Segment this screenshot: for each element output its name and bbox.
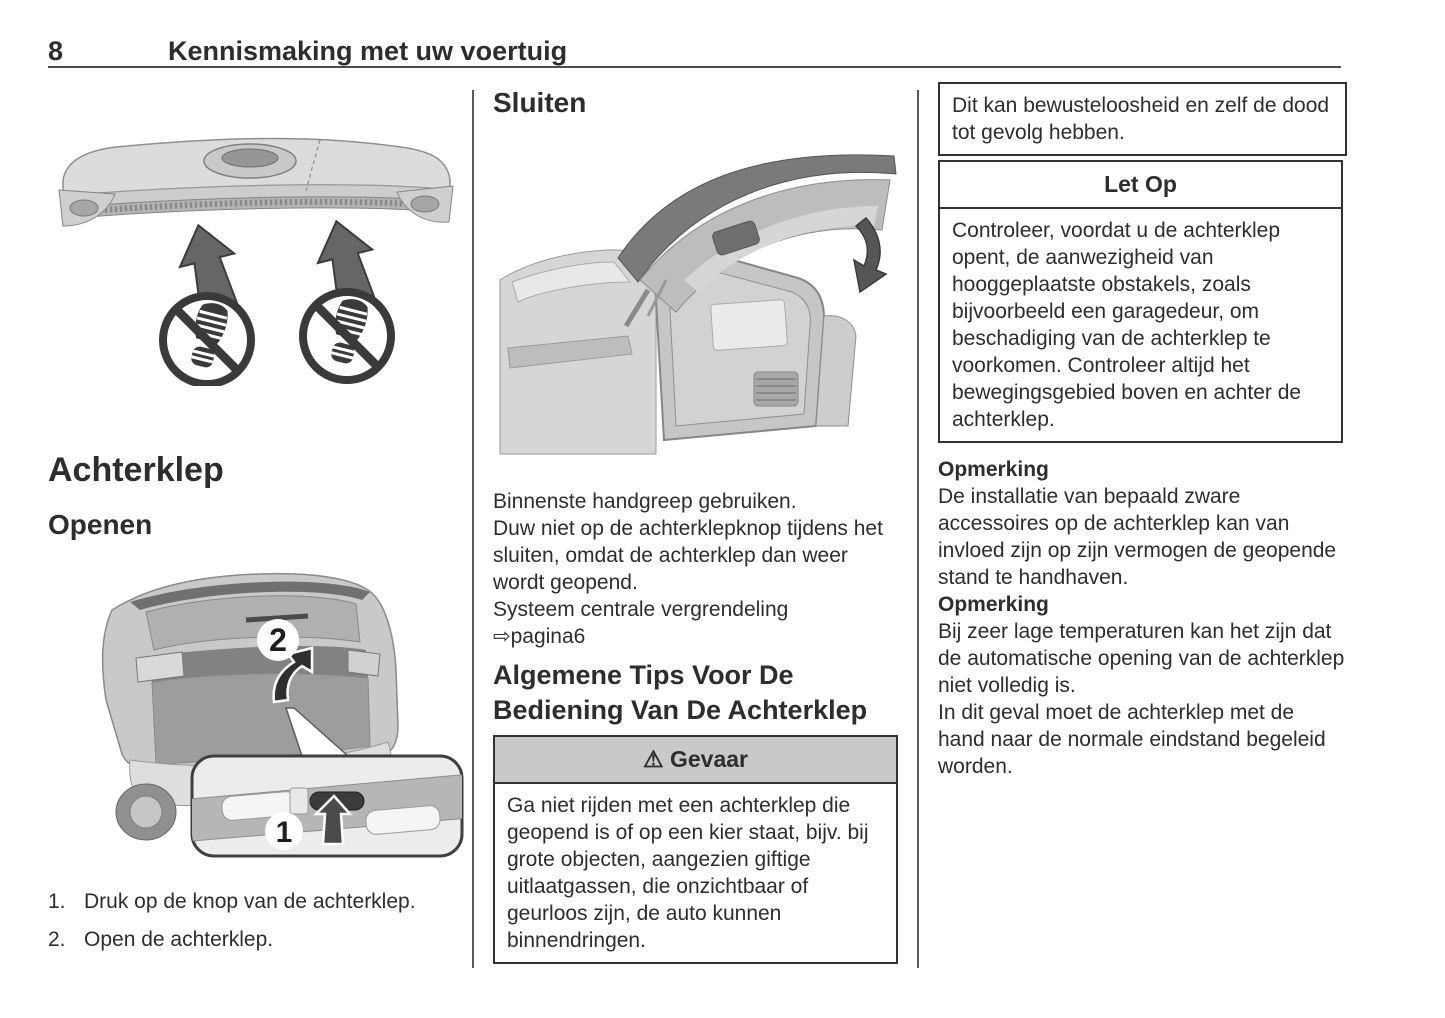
quarter-panel [815, 315, 857, 427]
no-step-on-tailgate-figure [58, 137, 454, 386]
tailgate-outer-frame [617, 154, 897, 283]
note-text: Bij zeer lage temperaturen kan het zijn … [938, 620, 1345, 778]
press-button-arrow-icon [312, 794, 353, 846]
danger-box-body: Ga niet rijden met een achterklep die ge… [493, 784, 898, 964]
inner-handle [712, 220, 760, 256]
corner-lamp-left-lens [69, 199, 99, 217]
gas-strut [646, 279, 668, 317]
tailgate-upper-band [150, 646, 368, 682]
close-paragraph: Binnenste handgreep gebruiken. Duw niet … [493, 490, 883, 648]
open-direction-arrow-icon [272, 646, 314, 704]
open-steps-list: 1. Druk op de knop van de achterklep. 2.… [48, 888, 468, 964]
callout-2-badge: 2 [257, 619, 299, 661]
step-number: 2. [48, 928, 66, 951]
close-direction-arrow-icon [852, 216, 888, 294]
panel-seam [305, 139, 321, 193]
list-item: 2. Open de achterklep. [48, 926, 468, 953]
step-text: Druk op de knop van de achterklep. [84, 890, 416, 913]
caution-box-body: Controleer, voordat u de achterklep open… [938, 209, 1343, 443]
notes-section: Opmerking De installatie van bepaald zwa… [938, 456, 1346, 780]
svg-text:2: 2 [269, 622, 287, 658]
corner-lamp-right-lens [410, 195, 440, 213]
danger-box-title: Gevaar [670, 746, 749, 772]
step-number: 1. [48, 890, 66, 913]
page-title: Kennismaking met uw voertuig [168, 36, 568, 66]
column-divider-right [917, 90, 919, 968]
note-text: De installatie van bepaald zware accesso… [938, 485, 1337, 589]
danger-box-header: ⚠ Gevaar [493, 735, 898, 784]
rear-window [145, 595, 361, 651]
taillight-right [347, 649, 381, 677]
vent-slats [756, 378, 796, 401]
roof-spoiler [130, 581, 370, 610]
wheel-left-rim [129, 795, 163, 829]
no-step-icon [299, 288, 395, 384]
note-label: Opmerking [938, 593, 1049, 616]
vent-panel [753, 371, 799, 407]
callout-1-badge: 1 [265, 812, 303, 850]
handle-recess-inner [221, 148, 279, 168]
rear-wiper [245, 613, 309, 623]
svg-text:1: 1 [276, 816, 293, 849]
caution-box: Let Op Controleer, voordat u de achterkl… [938, 160, 1343, 443]
tailgate-trim [684, 206, 878, 292]
header-rule [48, 66, 1341, 68]
danger-continuation-box: Dit kan bewusteloosheid en zelf de dood … [938, 82, 1347, 156]
no-step-icon [159, 292, 255, 386]
taillight-left [135, 651, 185, 683]
cabin-window [710, 299, 788, 351]
subheading-openen: Openen [48, 509, 153, 540]
tailgate-close-figure [499, 154, 897, 455]
tips-heading: Algemene Tips Voor De Bediening Van De A… [493, 660, 868, 725]
subheading-sluiten: Sluiten [493, 87, 587, 118]
page-number: 8 [48, 36, 64, 66]
side-crease [507, 335, 633, 369]
list-item: 1. Druk op de knop van de achterklep. [48, 888, 468, 915]
tailgate-open-figure: 2 1 [101, 572, 464, 858]
section-heading-achterklep: Achterklep [48, 451, 224, 489]
column-divider-left [472, 90, 474, 968]
warning-triangle-icon: ⚠ [642, 746, 664, 772]
side-window [511, 261, 632, 303]
caution-box-header: Let Op [938, 160, 1343, 209]
danger-box: ⚠ Gevaar Ga niet rijden met een achterkl… [493, 735, 898, 964]
note-label: Opmerking [938, 458, 1049, 481]
gas-strut [623, 288, 651, 328]
step-text: Open de achterklep. [84, 928, 274, 951]
